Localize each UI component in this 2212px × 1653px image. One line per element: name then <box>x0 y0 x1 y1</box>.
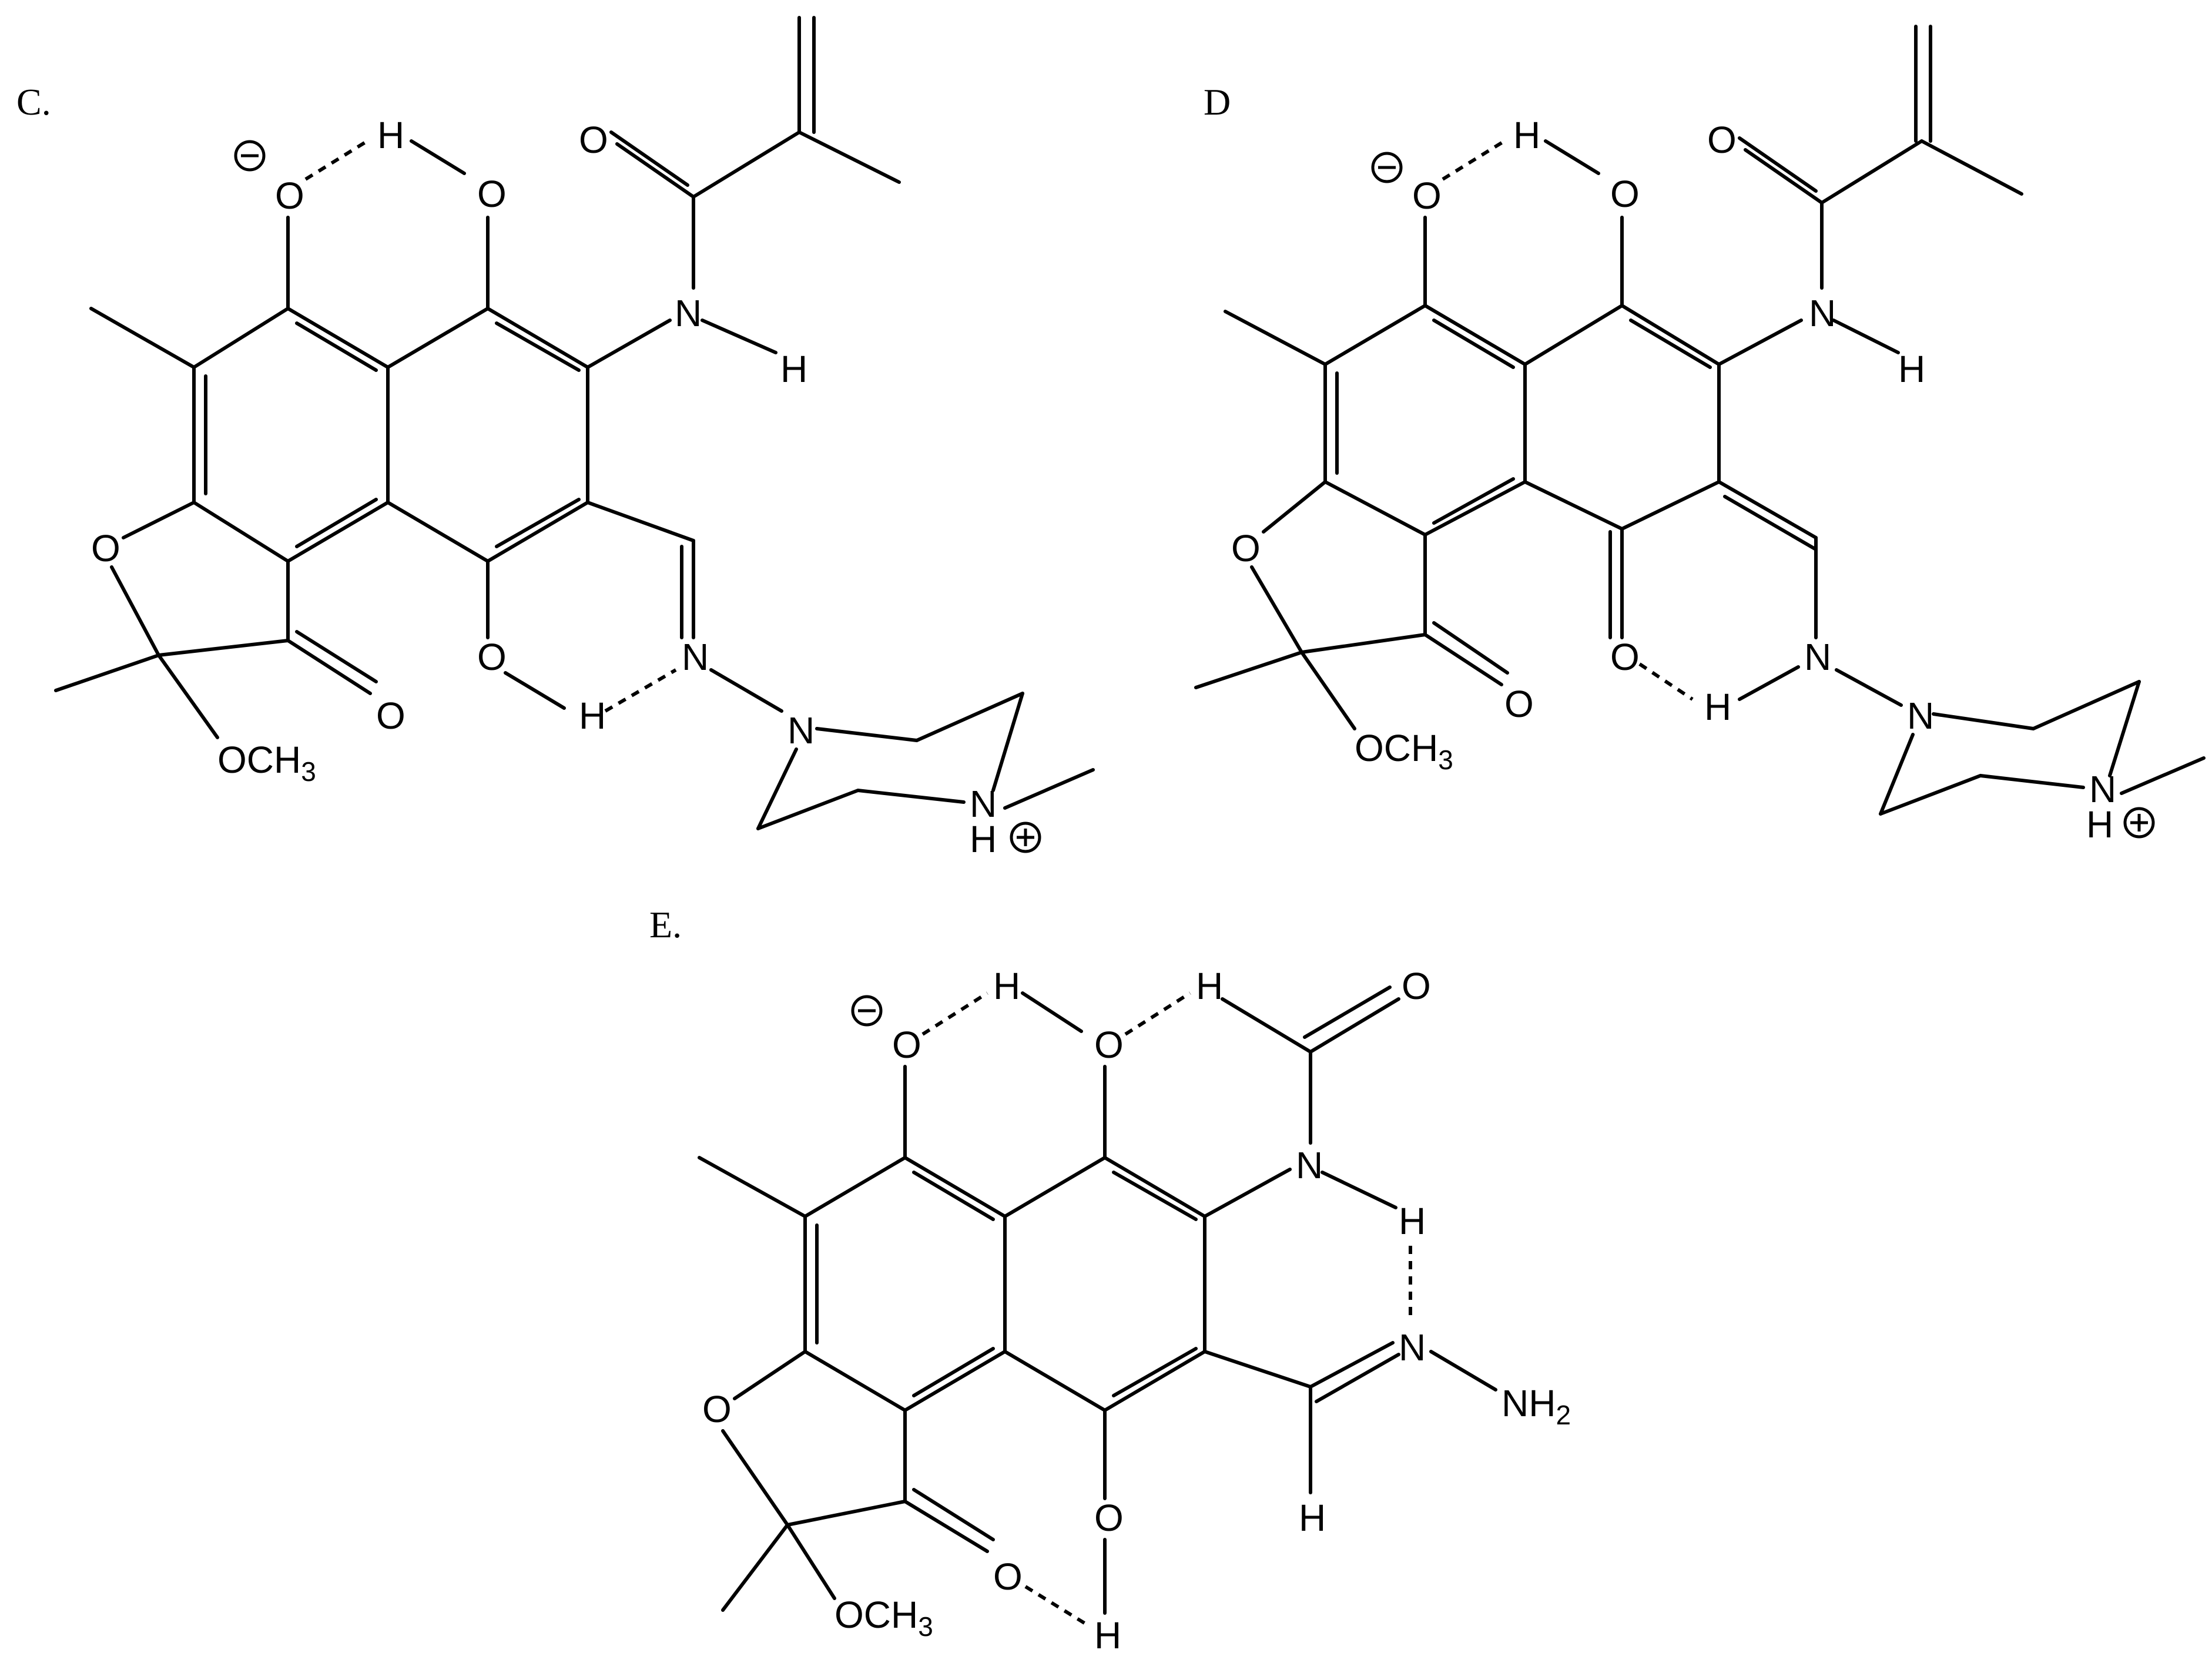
atom-o-amide: O <box>579 119 608 161</box>
atom-o-lactone: O <box>993 1555 1023 1598</box>
atom-n-amide: N <box>1809 292 1836 334</box>
atom-o-lower: O <box>1094 1497 1124 1539</box>
atom-o-furan: O <box>1231 527 1261 569</box>
atom-o-furan: O <box>91 527 120 569</box>
atom-n-amide: N <box>1296 1144 1323 1186</box>
atom-o-amide: O <box>1707 119 1737 161</box>
atom-h-amide: H <box>1399 1200 1426 1242</box>
atom-nh2: NH2 <box>1502 1382 1571 1430</box>
panel-d: D O H O O N H O O N H O N N H OCH3 <box>1194 25 2206 846</box>
atom-och3: OCH3 <box>834 1594 933 1642</box>
bonds-d <box>1194 25 2206 816</box>
atom-o-ketone: O <box>1610 636 1640 678</box>
atom-o-hydroxyl: O <box>477 173 507 215</box>
bonds-c <box>54 16 1095 830</box>
atom-h-lower: H <box>1704 686 1731 728</box>
atom-och3: OCH3 <box>217 739 316 787</box>
negative-charge-icon <box>851 995 883 1027</box>
atom-o-lower: O <box>477 636 507 678</box>
atom-o-furan: O <box>702 1388 732 1430</box>
negative-charge-icon <box>1371 152 1403 183</box>
panel-e: E. O H O H O N H N NH2 H O O O H OCH3 <box>649 904 1571 1653</box>
atom-n-amide: N <box>675 292 702 334</box>
positive-charge-icon <box>1010 822 1041 853</box>
atom-h-top: H <box>1513 114 1540 156</box>
atom-h-piperazine: H <box>2086 803 2113 846</box>
atom-n-hydrazone: N <box>1804 636 1831 678</box>
atom-n-hydrazone: N <box>1399 1326 1426 1369</box>
atom-o-hydroxyl: O <box>1094 1024 1124 1066</box>
panel-c: C. O H O O N H O O N H O N N H OCH3 <box>16 16 1095 860</box>
atom-o-lactone: O <box>376 695 405 737</box>
bonds-e <box>698 985 1497 1627</box>
atom-h-top-left: H <box>993 965 1020 1007</box>
atom-h-amide: H <box>780 348 807 390</box>
atom-o-phenolate: O <box>1412 175 1442 217</box>
atom-h-amide: H <box>1898 348 1925 390</box>
atom-n-piperazine: N <box>787 709 815 752</box>
atom-o-hydroxyl: O <box>1610 173 1640 215</box>
negative-charge-icon <box>234 140 266 172</box>
atom-h-piperazine: H <box>970 818 997 860</box>
atom-h-lower: H <box>1094 1614 1121 1653</box>
panel-label-c: C. <box>16 81 51 123</box>
atom-h-lower: H <box>579 695 606 737</box>
atom-o-lactone: O <box>1504 683 1534 725</box>
panel-label-d: D <box>1204 81 1231 123</box>
atom-och3: OCH3 <box>1355 727 1453 775</box>
atom-o-formyl: O <box>1402 965 1431 1007</box>
atom-h-methine: H <box>1299 1497 1326 1539</box>
atom-o-phenolate: O <box>275 175 304 217</box>
positive-charge-icon <box>2123 807 2155 839</box>
atom-h-top: H <box>377 114 404 156</box>
atom-n-piperazine: N <box>1907 695 1934 737</box>
atom-h-top-right: H <box>1196 965 1223 1007</box>
panel-label-e: E. <box>649 904 682 945</box>
atom-n-imine: N <box>682 636 709 678</box>
atom-n-piperazine-2: N <box>2089 768 2116 810</box>
atom-o-phenolate: O <box>892 1024 921 1066</box>
